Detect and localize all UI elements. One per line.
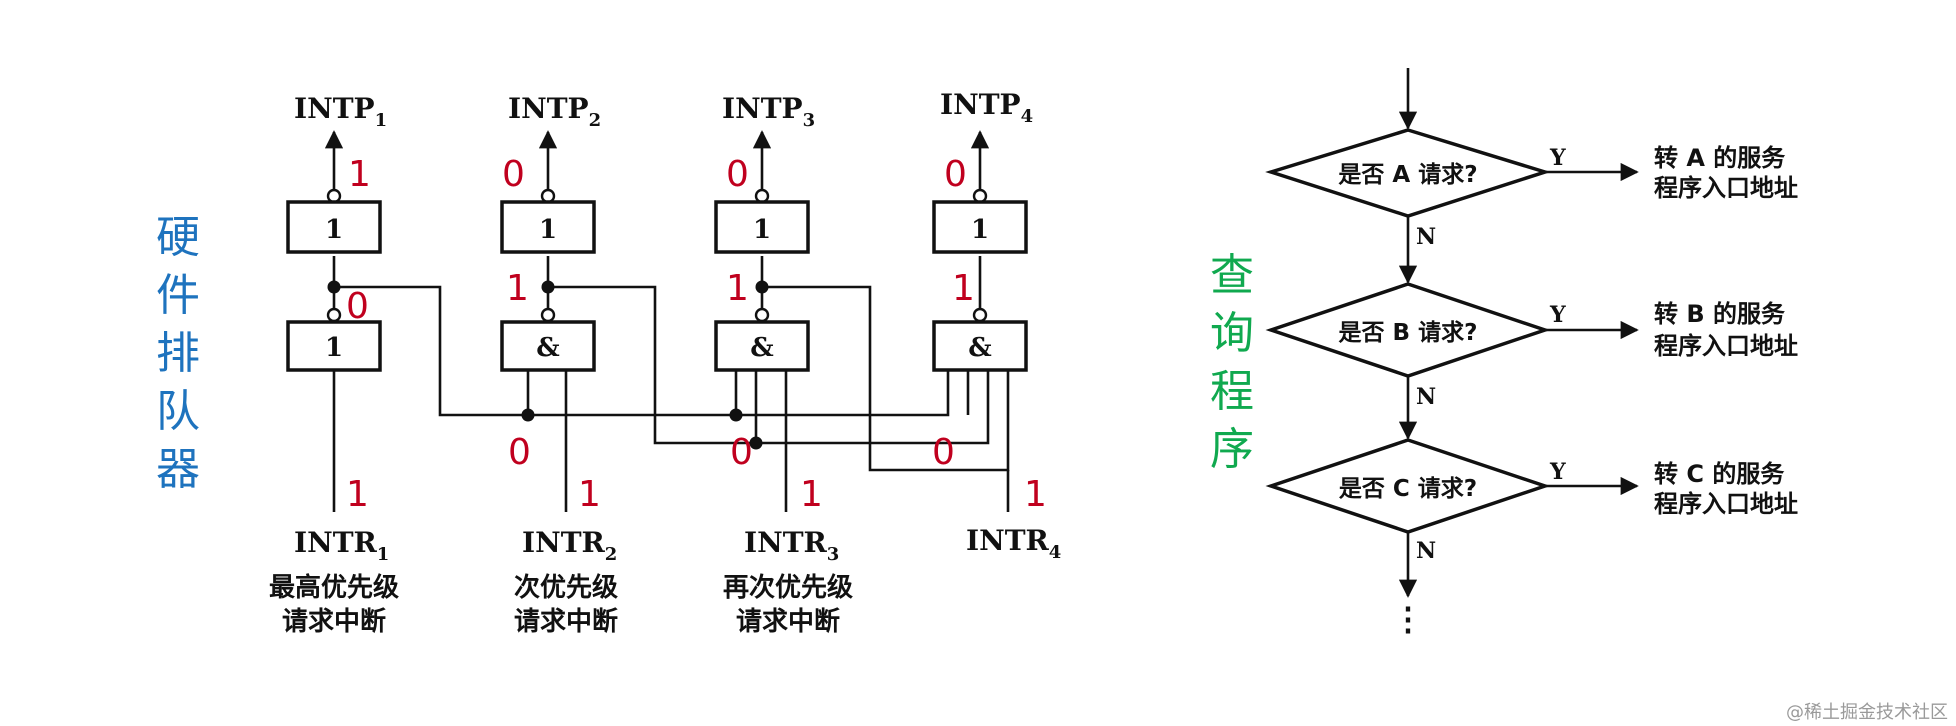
circuit-wiring [324,130,1010,512]
intp-output-labels: INTP1 INTP2 INTP3 INTP4 [294,88,1033,131]
priority-caption: 请求中断 [514,606,618,637]
yes-label: Y [1549,302,1566,328]
lower-gate-label: & [968,333,991,363]
mid-state: 0 [346,286,369,327]
polling-flowchart: 是否 A 请求? Y 转 A 的服务 程序入口地址 N 是否 B 请求? Y 转… [1265,68,1798,638]
intp-label: INTP1 [294,92,387,131]
input-state: 1 [346,474,369,515]
mid-state: 1 [952,268,975,309]
input-state: 1 [578,474,601,515]
decision-question: 是否 C 请求? [1339,476,1477,502]
priority-caption: 请求中断 [282,606,386,637]
continuation-dots: ⋮ [1392,600,1424,638]
action-text: 转 C 的服务 [1654,460,1785,488]
upper-gate-label: 1 [971,215,989,245]
priority-caption: 最高优先级 [269,572,399,603]
action-text: 程序入口地址 [1654,174,1798,202]
lower-gate-label: & [536,333,559,363]
polling-program-title-char: 程 [1210,366,1254,417]
polling-program-title: 查 询 程 序 [1210,250,1254,475]
priority-captions: 最高优先级 请求中断 次优先级 请求中断 再次优先级 请求中断 [269,572,853,637]
intr-label: INTR3 [744,526,839,565]
intr-label: INTR2 [522,526,617,565]
watermark: @稀土掘金技术社区 [1786,702,1948,723]
decision-question: 是否 A 请求? [1338,162,1477,188]
intp-label: INTP4 [940,88,1033,127]
intp-label: INTP2 [508,92,601,131]
bus-state: 0 [730,432,753,473]
lower-gates: 1 & & & [286,320,1028,372]
upper-gate-label: 1 [539,215,557,245]
state-values: 1 0 0 0 0 1 1 1 0 0 0 1 1 1 1 [346,154,1047,515]
no-label: N [1416,224,1436,250]
mid-state: 1 [726,268,749,309]
output-state: 0 [944,154,967,195]
hardware-queue-title-char: 器 [156,444,200,495]
upper-gate-label: 1 [325,215,343,245]
hardware-queue-title-char: 件 [156,270,200,321]
hardware-queue-title: 硬 件 排 队 器 [156,212,200,495]
inverter-bubbles [326,188,988,323]
upper-gate-label: 1 [753,215,771,245]
output-state: 0 [726,154,749,195]
action-text: 程序入口地址 [1654,490,1798,518]
output-state: 0 [502,154,525,195]
priority-caption: 再次优先级 [723,572,853,603]
hardware-queue-title-char: 排 [156,328,200,379]
priority-caption: 请求中断 [736,606,840,637]
yes-label: Y [1549,145,1566,171]
lower-gate-label: 1 [325,333,343,363]
intr-label: INTR4 [966,524,1061,563]
hardware-queue-title-char: 队 [156,386,200,437]
action-text: 转 B 的服务 [1654,300,1786,328]
upper-gates: 1 1 1 1 [286,200,1028,254]
bus-state: 0 [932,432,955,473]
no-label: N [1416,384,1436,410]
polling-program-title-char: 查 [1210,250,1254,301]
priority-caption: 次优先级 [514,572,618,603]
bus-state: 0 [508,432,531,473]
polling-program-title-char: 序 [1210,424,1254,475]
no-label: N [1416,538,1436,564]
yes-label: Y [1549,459,1566,485]
intr-input-labels: INTR1 INTR2 INTR3 INTR4 [294,524,1061,565]
polling-program-title-char: 询 [1210,308,1254,359]
intp-label: INTP3 [722,92,815,131]
output-state: 1 [348,154,371,195]
input-state: 1 [800,474,823,515]
action-text: 转 A 的服务 [1654,144,1786,172]
intr-label: INTR1 [294,526,389,565]
decision-question: 是否 B 请求? [1339,320,1478,346]
action-text: 程序入口地址 [1654,332,1798,360]
mid-state: 1 [506,268,529,309]
input-state: 1 [1024,474,1047,515]
hardware-queue-title-char: 硬 [156,212,200,263]
lower-gate-label: & [750,333,773,363]
junction-dots [327,280,769,450]
